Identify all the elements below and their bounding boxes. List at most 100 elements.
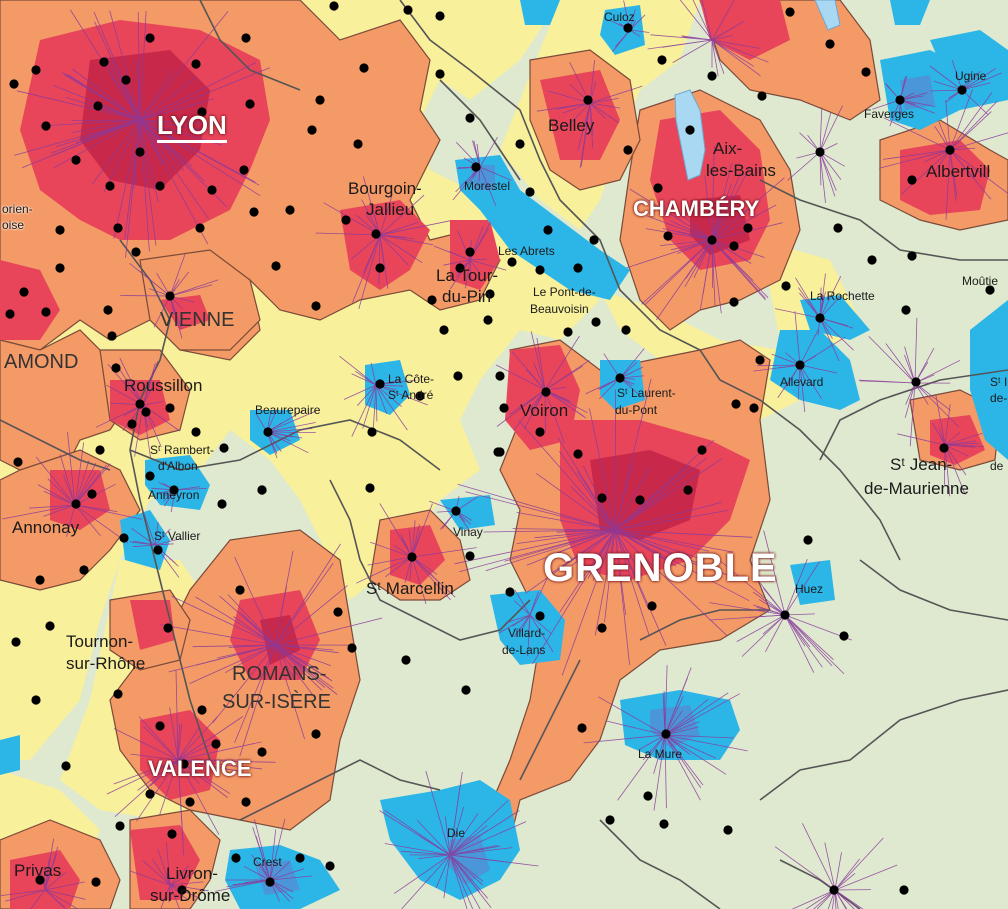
commune-dot[interactable]: [141, 407, 151, 417]
commune-dot[interactable]: [325, 861, 335, 871]
commune-dot[interactable]: [803, 535, 813, 545]
commune-dot[interactable]: [235, 585, 245, 595]
commune-dot[interactable]: [367, 427, 377, 437]
commune-dot[interactable]: [91, 877, 101, 887]
town-label-st-jean-2[interactable]: de-Maurienne: [864, 479, 969, 498]
commune-dot[interactable]: [785, 7, 795, 17]
commune-dot[interactable]: [197, 107, 207, 117]
commune-dot[interactable]: [211, 739, 221, 749]
commune-dot[interactable]: [653, 183, 663, 193]
town-label-pont-2[interactable]: Beauvoisin: [530, 302, 589, 316]
town-label-belley[interactable]: Belley: [548, 116, 595, 135]
town-label-beaurepaire[interactable]: Beaurepaire: [255, 403, 321, 417]
town-label-pont-1[interactable]: Le Pont-de-: [533, 285, 596, 299]
town-label-albertville[interactable]: Albertvill: [926, 162, 991, 181]
commune-dot[interactable]: [111, 363, 121, 373]
town-label-livron-1[interactable]: Livron-: [166, 864, 218, 883]
commune-dot[interactable]: [135, 399, 145, 409]
town-label-faverges[interactable]: Faverges: [864, 107, 915, 121]
commune-dot[interactable]: [757, 91, 767, 101]
commune-dot[interactable]: [87, 489, 97, 499]
commune-dot[interactable]: [145, 789, 155, 799]
town-label-crest[interactable]: Crest: [253, 855, 282, 869]
commune-dot[interactable]: [535, 265, 545, 275]
commune-dot[interactable]: [353, 139, 363, 149]
commune-dot[interactable]: [583, 95, 593, 105]
commune-dot[interactable]: [163, 623, 173, 633]
town-label-bourgoin-1[interactable]: Bourgoin-: [348, 179, 422, 198]
commune-dot[interactable]: [605, 815, 615, 825]
commune-dot[interactable]: [495, 371, 505, 381]
commune-dot[interactable]: [5, 309, 15, 319]
commune-dot[interactable]: [815, 147, 825, 157]
commune-dot[interactable]: [829, 885, 839, 895]
city-label-lyon[interactable]: LYON: [157, 112, 227, 143]
commune-dot[interactable]: [41, 307, 51, 317]
town-label-vinay[interactable]: Vinay: [453, 525, 483, 539]
commune-dot[interactable]: [435, 69, 445, 79]
commune-dot[interactable]: [195, 223, 205, 233]
commune-dot[interactable]: [115, 821, 125, 831]
commune-dot[interactable]: [119, 533, 129, 543]
town-label-voiron[interactable]: Voiron: [520, 401, 569, 420]
commune-dot[interactable]: [453, 371, 463, 381]
town-label-la-mure[interactable]: La Mure: [638, 747, 683, 761]
commune-dot[interactable]: [573, 263, 583, 273]
town-label-tournon-1[interactable]: Tournon-: [66, 632, 134, 651]
commune-dot[interactable]: [371, 229, 381, 239]
commune-dot[interactable]: [219, 443, 229, 453]
commune-dot[interactable]: [121, 75, 131, 85]
commune-dot[interactable]: [13, 457, 23, 467]
commune-dot[interactable]: [11, 637, 21, 647]
town-label-rien-2[interactable]: oise: [2, 218, 25, 232]
commune-dot[interactable]: [19, 287, 29, 297]
commune-dot[interactable]: [347, 643, 357, 653]
commune-dot[interactable]: [35, 875, 45, 885]
commune-dot[interactable]: [333, 607, 343, 617]
city-label-romans-1[interactable]: ROMANS-: [232, 663, 327, 685]
commune-dot[interactable]: [285, 205, 295, 215]
commune-dot[interactable]: [465, 247, 475, 257]
commune-dot[interactable]: [573, 449, 583, 459]
commune-dot[interactable]: [577, 723, 587, 733]
town-label-tournon-2[interactable]: sur-Rhône: [66, 654, 146, 673]
commune-dot[interactable]: [185, 797, 195, 807]
commune-dot[interactable]: [895, 95, 905, 105]
town-label-privas[interactable]: Privas: [14, 861, 62, 880]
commune-dot[interactable]: [749, 403, 759, 413]
commune-dot[interactable]: [131, 247, 141, 257]
town-label-roussillon[interactable]: Roussillon: [124, 376, 203, 395]
commune-dot[interactable]: [939, 443, 949, 453]
commune-dot[interactable]: [241, 797, 251, 807]
town-label-la-tour-2[interactable]: du-Pin: [442, 287, 492, 306]
town-label-die[interactable]: Die: [447, 826, 466, 840]
town-label-edge-1[interactable]: Sᵗ I: [990, 375, 1008, 389]
commune-dot[interactable]: [407, 552, 417, 562]
town-label-aix-1[interactable]: Aix-: [713, 139, 743, 158]
commune-dot[interactable]: [31, 65, 41, 75]
commune-dot[interactable]: [647, 601, 657, 611]
commune-dot[interactable]: [723, 825, 733, 835]
city-label-chambery[interactable]: CHAMBÉRY: [633, 196, 760, 221]
commune-dot[interactable]: [683, 485, 693, 495]
town-label-rien-1[interactable]: orien-: [2, 202, 33, 216]
town-label-ugine[interactable]: Ugine: [955, 69, 987, 83]
commune-dot[interactable]: [499, 403, 509, 413]
commune-dot[interactable]: [145, 471, 155, 481]
town-label-st-rambert-1[interactable]: Sᵗ Rambert-: [150, 443, 214, 457]
commune-dot[interactable]: [623, 145, 633, 155]
commune-dot[interactable]: [615, 373, 625, 383]
commune-dot[interactable]: [31, 695, 41, 705]
commune-dot[interactable]: [341, 215, 351, 225]
commune-dot[interactable]: [485, 289, 495, 299]
commune-dot[interactable]: [427, 295, 437, 305]
commune-dot[interactable]: [9, 79, 19, 89]
town-label-villard-1[interactable]: Villard-: [508, 626, 546, 640]
commune-dot[interactable]: [465, 113, 475, 123]
town-label-la-tour-1[interactable]: La Tour-: [436, 266, 499, 285]
commune-dot[interactable]: [525, 187, 535, 197]
commune-dot[interactable]: [99, 57, 109, 67]
commune-dot[interactable]: [663, 231, 673, 241]
city-label-vienne[interactable]: VIENNE: [160, 309, 235, 331]
